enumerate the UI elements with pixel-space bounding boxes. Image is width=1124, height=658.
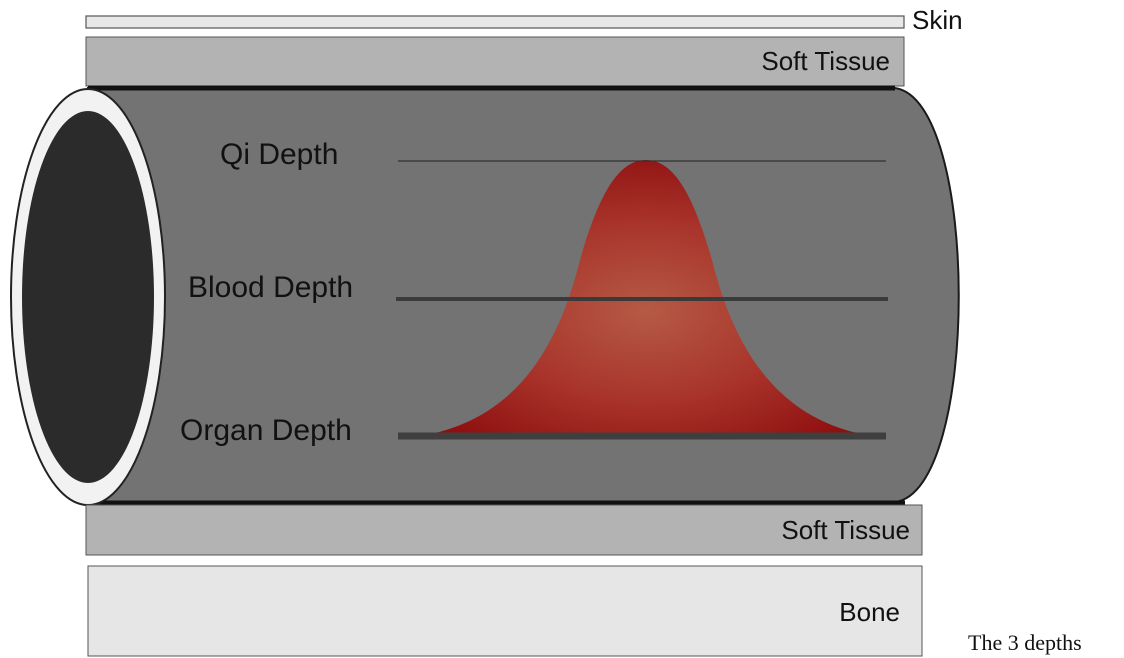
figure-caption: The 3 depths (968, 630, 1082, 655)
bone-layer (87, 565, 923, 657)
blood-depth-label: Blood Depth (188, 271, 353, 304)
skin-label: Skin (912, 5, 963, 35)
qi-depth-label: Qi Depth (220, 138, 338, 171)
soft-tissue-bottom-label: Soft Tissue (781, 515, 910, 545)
soft-tissue-top-layer (85, 36, 905, 87)
bone-label: Bone (839, 597, 900, 627)
vessel-opening-interior (22, 111, 154, 483)
organ-depth-label: Organ Depth (180, 414, 352, 447)
soft-tissue-bottom-layer (85, 504, 923, 556)
soft-tissue-top-label: Soft Tissue (761, 46, 890, 76)
skin-layer (85, 15, 905, 29)
